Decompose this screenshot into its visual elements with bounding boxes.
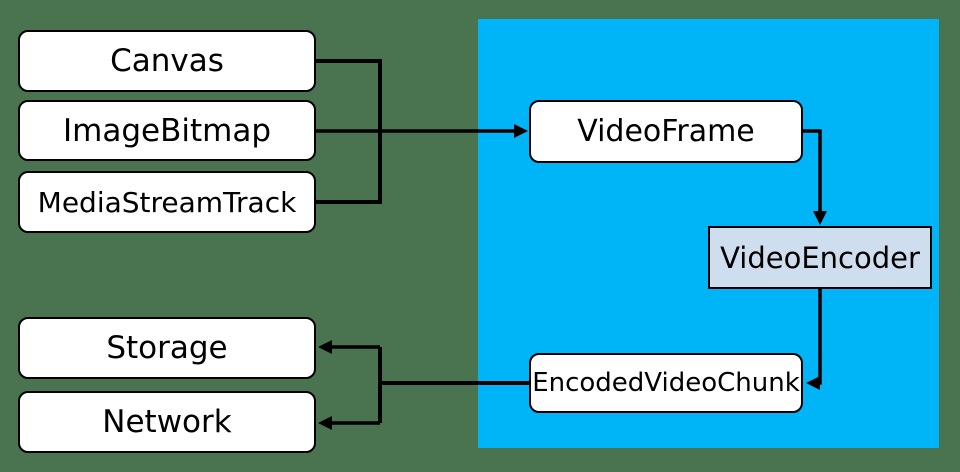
arrowhead-into-storage-icon [318, 340, 332, 354]
node-storage: Storage [18, 317, 316, 379]
node-storage-label: Storage [106, 330, 228, 366]
node-canvas-label: Canvas [110, 43, 224, 79]
edge-videoframe-to-videoencoder [803, 129, 822, 212]
node-canvas: Canvas [18, 30, 316, 92]
node-videoframe-label: VideoFrame [577, 114, 755, 149]
edge-videoencoder-to-encodedvideochunk [818, 289, 822, 385]
node-imagebitmap-label: ImageBitmap [63, 112, 271, 149]
arrowhead-into-network-icon [318, 416, 332, 430]
arrowhead-into-encodedvideochunk-icon [806, 376, 820, 390]
node-encodedvideochunk-label: EncodedVideoChunk [532, 368, 800, 398]
node-videoframe: VideoFrame [529, 100, 803, 163]
node-encodedvideochunk: EncodedVideoChunk [529, 353, 803, 413]
node-mediastreamtrack: MediaStreamTrack [18, 171, 316, 233]
node-videoencoder-label: VideoEncoder [720, 240, 920, 275]
node-network: Network [18, 391, 316, 453]
node-mediastreamtrack-label: MediaStreamTrack [37, 185, 297, 219]
arrowhead-into-videoencoder-icon [813, 211, 827, 225]
node-imagebitmap: ImageBitmap [18, 100, 316, 161]
node-network-label: Network [102, 404, 232, 440]
arrowhead-into-videoframe-icon [514, 124, 528, 138]
node-videoencoder: VideoEncoder [708, 226, 932, 289]
